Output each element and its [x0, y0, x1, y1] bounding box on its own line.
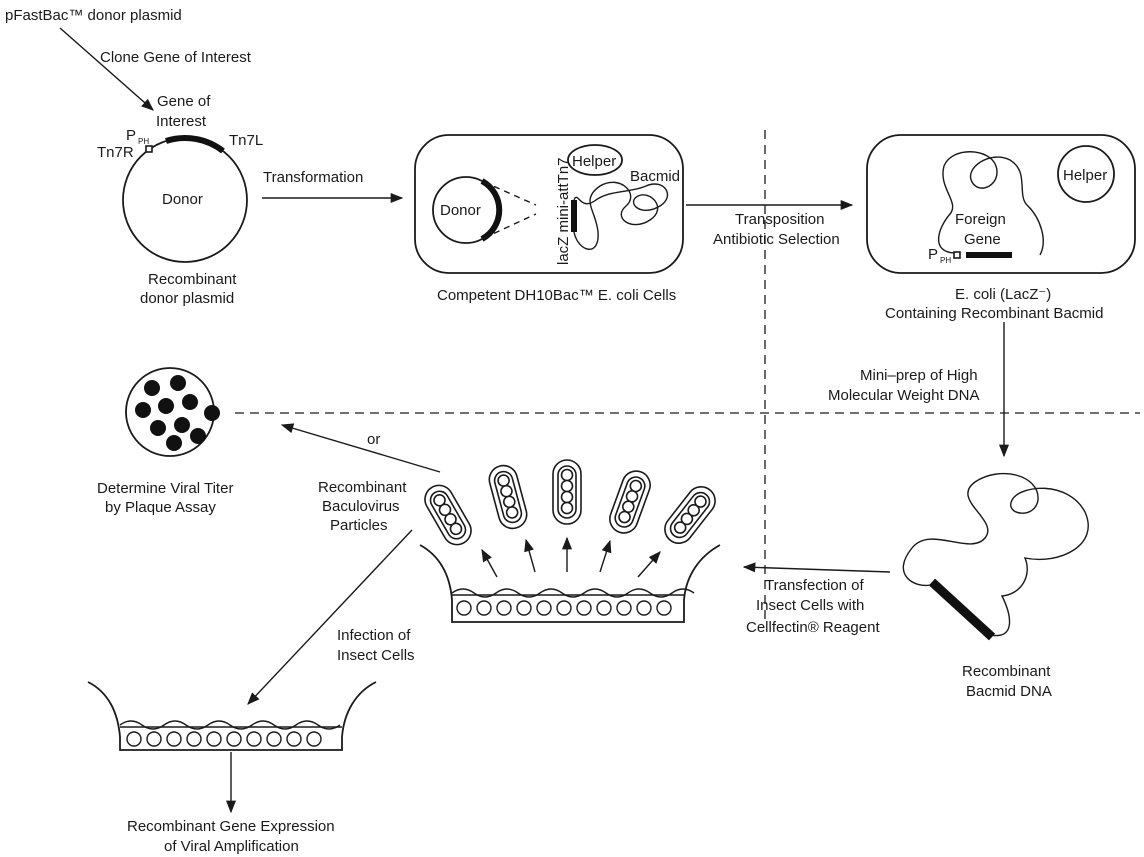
containing-recombinant-bacmid-label: Containing Recombinant Bacmid: [885, 305, 1103, 322]
donor-insert-arc: [480, 178, 503, 242]
antibiotic-label: Antibiotic Selection: [713, 231, 840, 248]
transfection-arrow: [742, 562, 891, 573]
transfection-label-3: Cellfectin® Reagent: [746, 619, 880, 636]
baculovirus-particle-3: [552, 459, 582, 525]
donor-label: Donor: [162, 191, 203, 208]
baculo-label-3: Particles: [330, 517, 388, 534]
transposition-dash-upper: [483, 181, 537, 206]
transfection-label-1: Transfection of: [765, 577, 864, 594]
or-label: or: [367, 431, 380, 448]
gene-label: Gene: [964, 231, 1001, 248]
gene-of-interest-insert: [165, 135, 225, 154]
bacmid-dna-strand: [902, 472, 1089, 637]
insect-cell-culture-lower: [87, 681, 377, 751]
expression-label-1: Recombinant Gene Expression: [127, 818, 335, 835]
competent-cells-label: Competent DH10Bac™ E. coli Cells: [437, 287, 676, 304]
gene-of-label: Gene of: [157, 93, 211, 110]
transfection-label-2: Insect Cells with: [756, 597, 864, 614]
pph-promoter-mark-2: [953, 251, 961, 259]
infection-arrow: [247, 529, 413, 705]
helper-plasmid-in-cell: [567, 144, 623, 176]
recomb-bacmid-label-2: Bacmid DNA: [966, 683, 1052, 700]
pph-label: P: [126, 127, 136, 144]
viral-titer-label-1: Determine Viral Titer: [97, 480, 233, 497]
pph-label-2: P: [928, 246, 938, 263]
pfastbac-label: pFastBac™ donor plasmid: [5, 7, 182, 24]
helper-label-2: Helper: [1063, 167, 1107, 184]
helper-label-1: Helper: [572, 153, 616, 170]
donor-in-cell-label: Donor: [440, 202, 481, 219]
tn7l-label: Tn7L: [229, 132, 263, 149]
pph-promoter-mark: [145, 145, 153, 153]
pph-subscript-2: PH: [940, 256, 951, 265]
baculo-label-1: Recombinant: [318, 479, 407, 496]
pph-subscript: PH: [138, 137, 149, 146]
ecoli-cell-box: [866, 134, 1136, 274]
baculovirus-particle-4: [609, 470, 651, 534]
interest-label: Interest: [156, 113, 207, 130]
tn7r-label: Tn7R: [97, 144, 134, 161]
recomb-bacmid-label-1: Recombinant: [962, 663, 1051, 680]
transposition-dash-lower: [483, 213, 537, 239]
insect-cell-culture-upper: [419, 544, 721, 623]
plaque-dots: [135, 375, 220, 451]
release-arrows: [481, 536, 661, 578]
foreign-label: Foreign: [955, 211, 1006, 228]
transformation-label: Transformation: [263, 169, 363, 186]
recombinant-donor-label-2: donor plasmid: [140, 290, 234, 307]
clone-arrow: [59, 27, 154, 111]
infection-label-1: Infection of: [337, 627, 411, 644]
clone-gene-label: Clone Gene of Interest: [100, 49, 252, 66]
recombinant-bacmid-strand: [937, 151, 1044, 256]
recombinant-donor-label-1: Recombinant: [148, 271, 237, 288]
baculovirus-particle-1: [424, 484, 472, 546]
bacmid-strand: [573, 181, 669, 250]
transposition-label: Transposition: [735, 211, 825, 228]
bacmid-dna-insert: [928, 578, 996, 641]
viral-titer-label-2: by Plaque Assay: [105, 499, 216, 516]
helper-plasmid-circle: [1057, 145, 1115, 203]
infection-label-2: Insect Cells: [337, 647, 415, 664]
expression-label-2: of Viral Amplification: [164, 838, 299, 855]
competent-cell-box: [414, 134, 684, 274]
baculo-label-2: Baculovirus: [322, 498, 400, 515]
miniprep-label-2: Molecular Weight DNA: [828, 387, 979, 404]
to-plaque-assay-arrow: [280, 423, 441, 473]
ecoli-lacz-label: E. coli (LacZ⁻): [955, 286, 1051, 303]
lacz-mini-label: lacZ mini-attTn7: [555, 157, 572, 265]
bacmid-label: Bacmid: [630, 168, 680, 185]
baculovirus-particle-2: [488, 464, 528, 530]
baculovirus-particle-5: [664, 486, 716, 544]
miniprep-label-1: Mini–prep of High: [860, 367, 978, 384]
